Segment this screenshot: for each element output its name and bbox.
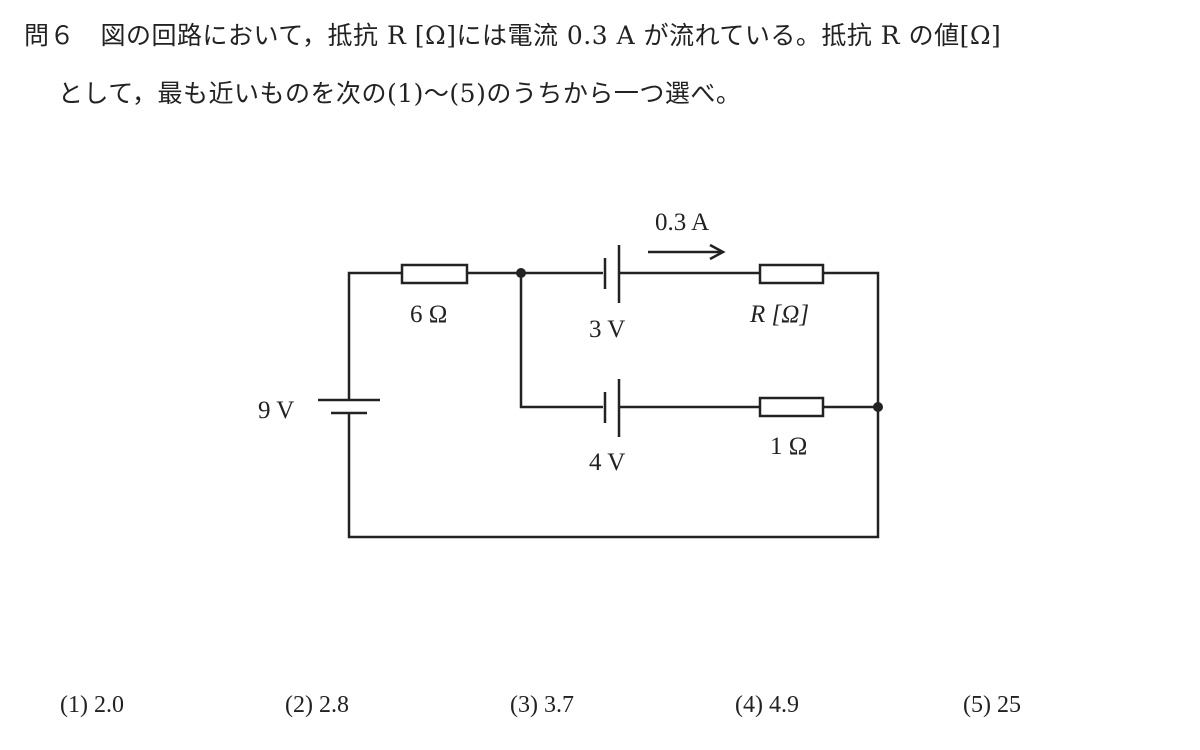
choice-number: (2) [285, 692, 313, 718]
choice-4[interactable]: (4) 4.9 [735, 692, 799, 719]
label-9v: 9 V [258, 397, 294, 424]
resistor-6ohm [400, 263, 469, 285]
choice-number: (3) [510, 692, 538, 718]
wire-left-bottom [347, 271, 880, 539]
wire-left-top [347, 271, 402, 400]
current-arrow-icon [648, 243, 726, 261]
label-4v: 4 V [589, 449, 625, 476]
choice-2[interactable]: (2) 2.8 [285, 692, 349, 719]
battery-9v [318, 398, 380, 415]
wire-branch [519, 273, 878, 409]
junction-dot [516, 268, 526, 278]
junction-dot [873, 402, 883, 412]
battery-3v [603, 245, 621, 303]
choice-3[interactable]: (3) 3.7 [510, 692, 574, 719]
choice-value: 3.7 [543, 692, 574, 718]
question-line-2: として，最も近いものを次の(1)～(5)のうちから一つ選べ。 [58, 79, 742, 108]
choice-value: 2.0 [93, 692, 124, 718]
choice-value: 2.8 [318, 692, 349, 718]
question-line-1: 問６ 図の回路において，抵抗 R [Ω]には電流 0.3 A が流れている。抵抗… [24, 21, 1002, 50]
label-6ohm: 6 Ω [410, 301, 447, 328]
choice-1[interactable]: (1) 2.0 [60, 692, 124, 719]
battery-4v [603, 379, 621, 437]
choice-number: (1) [60, 692, 88, 718]
resistor-r [758, 263, 825, 285]
choice-5[interactable]: (5) 25 [963, 692, 1021, 719]
label-r: R [Ω] [749, 301, 809, 328]
label-current: 0.3 A [655, 209, 709, 236]
choice-number: (5) [963, 692, 991, 718]
choice-value: 25 [996, 692, 1021, 718]
label-1ohm: 1 Ω [770, 433, 807, 460]
choice-number: (4) [735, 692, 763, 718]
resistor-1ohm [758, 396, 825, 418]
label-3v: 3 V [589, 316, 625, 343]
choice-value: 4.9 [768, 692, 799, 718]
